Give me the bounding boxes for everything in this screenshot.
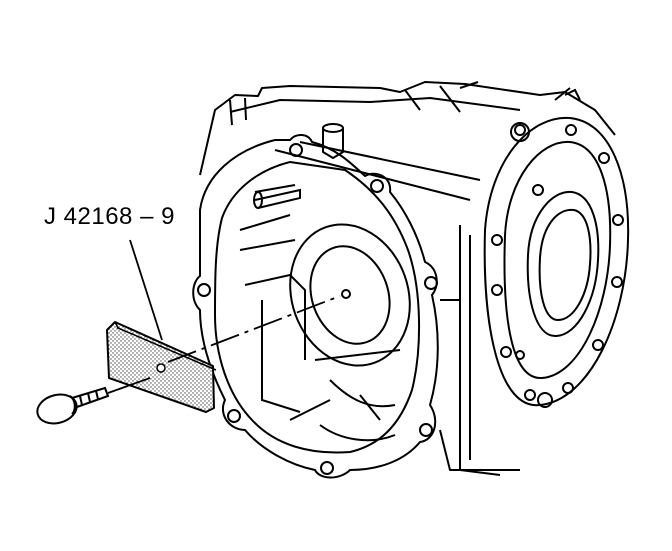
callout-leader-line bbox=[129, 239, 163, 341]
centerline bbox=[107, 295, 341, 394]
bearing-bore bbox=[239, 184, 411, 442]
front-flange bbox=[192, 134, 439, 479]
tool-callout-label: J 42168 – 9 bbox=[44, 203, 175, 230]
thumb-screw bbox=[36, 386, 110, 425]
seal-installer-plate bbox=[106, 321, 217, 413]
rear-flange bbox=[483, 116, 630, 408]
housing-body bbox=[199, 81, 616, 476]
housing-detail-marks bbox=[459, 81, 581, 101]
